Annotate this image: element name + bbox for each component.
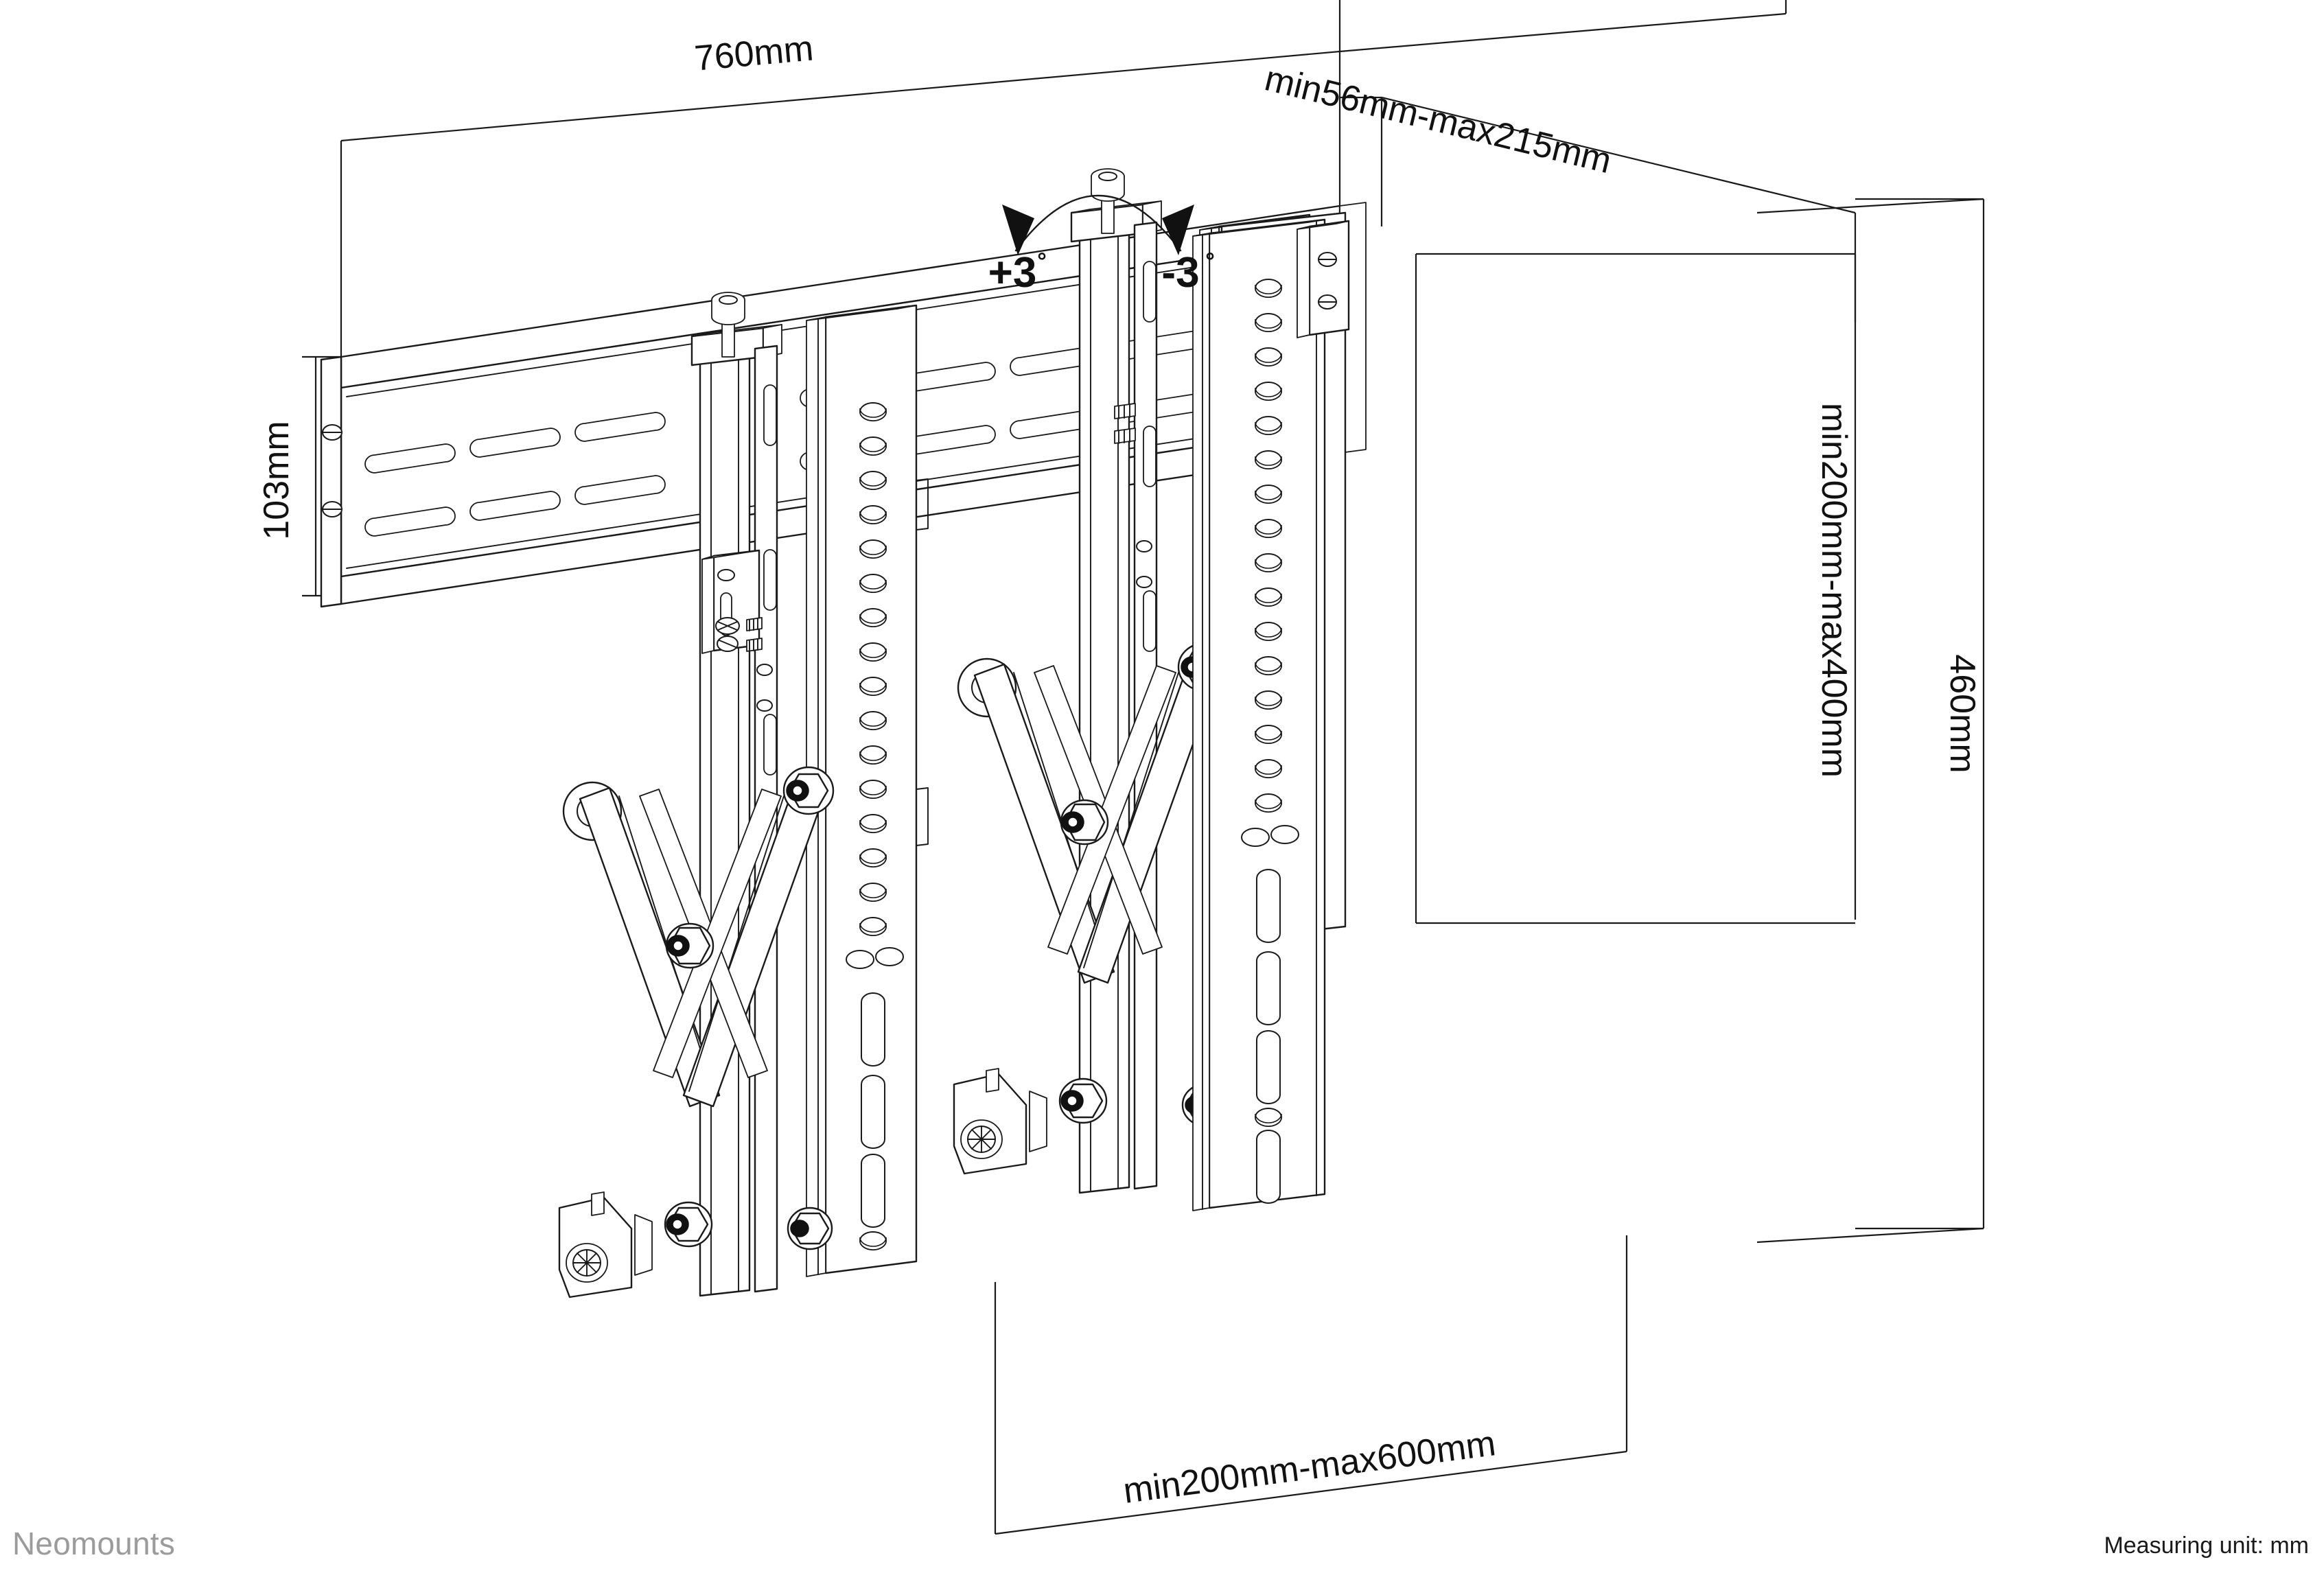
wall-rail-endcap-screws <box>322 424 342 517</box>
ext-line-460-top-lead <box>1756 198 1984 214</box>
left-arm-center-bolt <box>665 922 714 969</box>
left-adjust-clamp <box>701 549 760 654</box>
label-103mm: 103mm <box>257 421 297 539</box>
dim-line-min200max600 <box>995 1450 1627 1535</box>
left-bracket-double-hole <box>846 947 904 969</box>
tilt-arc <box>1014 195 1182 252</box>
tilt-arrow-left <box>1002 205 1034 255</box>
left-screw-head-body <box>711 299 745 325</box>
left-scissor-arm <box>558 766 835 1298</box>
label-vesa-horizontal-range: min200mm-max600mm <box>1121 1423 1498 1511</box>
left-display-bracket-top <box>806 305 917 321</box>
right-screw-socket <box>1098 172 1117 181</box>
tilt-arrow-right <box>1162 205 1194 255</box>
left-bracket-slot-column <box>859 992 887 1250</box>
left-mount-assembly <box>558 292 929 1298</box>
left-arm-lower-bolts <box>664 1201 833 1250</box>
right-rear-post <box>1078 213 1130 1194</box>
far-right-display-bracket <box>1192 211 1347 1211</box>
tilt-angle-indicator <box>1002 195 1194 255</box>
ext-line-rail-back-top <box>1339 12 1787 53</box>
right-arm-bar-4 <box>1047 665 1176 955</box>
left-arm-bracket-pivot <box>782 766 835 815</box>
label-tilt-positive: +3 <box>988 249 1037 296</box>
ext-line-460-bottom-lead <box>1756 1227 1984 1244</box>
wall-rail-left-endcap <box>320 356 342 608</box>
brand-logo: Neomounts <box>12 1526 176 1561</box>
far-right-double-hole <box>1241 825 1299 847</box>
label-460mm: 460mm <box>1942 654 1982 773</box>
label-tilt-negative: -3 <box>1161 249 1199 296</box>
right-arm-center-bolt <box>1060 799 1109 846</box>
right-thread-studs <box>1114 403 1136 444</box>
left-arm-foot <box>558 1191 653 1298</box>
right-scissor-arm <box>953 642 1229 1175</box>
label-760mm: 760mm <box>693 28 815 78</box>
left-screw-socket <box>719 295 738 305</box>
left-arm-bar-4 <box>653 789 782 1078</box>
dim-line-760mm <box>340 50 1340 142</box>
measuring-unit-note: Measuring unit: mm <box>2104 1533 2309 1559</box>
right-post-small-holes <box>1136 540 1152 588</box>
dim-line-depth <box>1381 96 1856 214</box>
left-post-small-holes <box>756 664 773 712</box>
right-arm-foot <box>953 1068 1047 1175</box>
rail-right-end-bracket <box>1297 220 1350 338</box>
far-right-slot-column <box>1255 869 1282 1204</box>
left-micro-adjust-screw <box>711 292 745 358</box>
left-rear-post <box>699 336 751 1297</box>
right-micro-adjust-screw <box>1091 168 1125 234</box>
dimension-lines <box>302 0 1985 1535</box>
degree-symbol-positive-icon: ° <box>1037 248 1047 275</box>
label-vesa-vertical-range: min200mm-max400mm <box>1814 403 1854 778</box>
left-thread-studs <box>746 617 763 652</box>
degree-symbol-negative-icon: ° <box>1205 248 1215 275</box>
label-depth-range: min56mm-max215mm <box>1261 58 1615 181</box>
